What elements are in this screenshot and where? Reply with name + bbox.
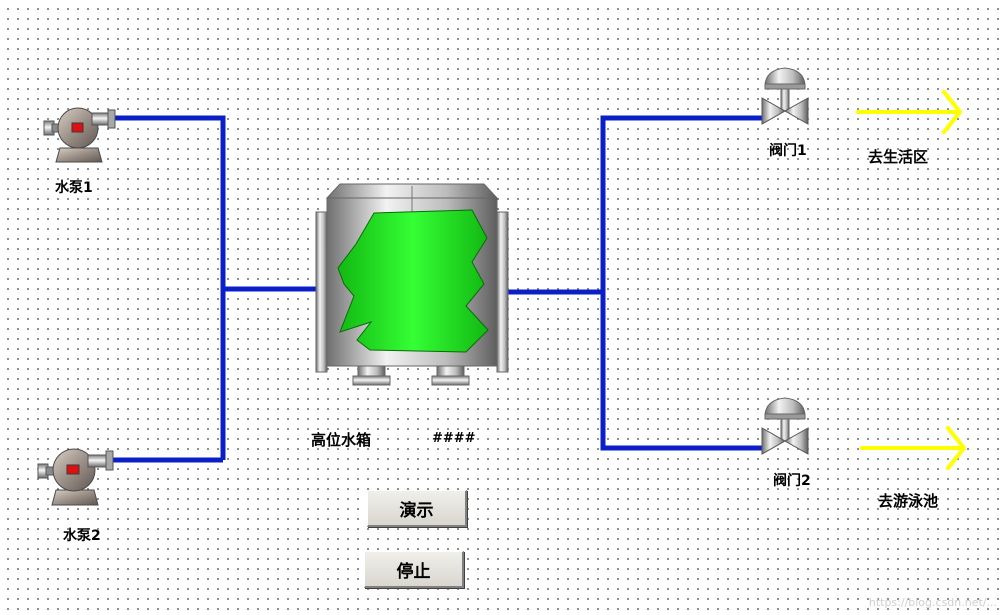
pipe-network [112,115,762,463]
destination-label-1: 去生活区 [868,148,929,166]
valve-2-icon[interactable] [761,397,809,455]
stop-button[interactable]: 停止 [364,551,464,588]
pipe-to-valve2 [600,292,762,451]
destination-label-2: 去游泳池 [878,492,939,510]
high-level-tank[interactable] [315,183,509,386]
pump-2-label: 水泵2 [63,528,101,544]
pump-1-icon[interactable] [43,107,116,163]
watermark: https://blog.csdn.net/... [868,596,997,609]
pump-1-label: 水泵1 [55,180,93,196]
arrow-right-icon [860,426,966,470]
valve-2-label: 阀门2 [773,473,811,489]
tank-level-value: #### [432,431,476,446]
valve-1-label: 阀门1 [769,143,807,159]
tank-liquid [337,209,489,353]
demo-button[interactable]: 演示 [367,490,467,527]
valve-1-icon[interactable] [761,67,809,125]
pipe-to-valve1 [600,115,762,292]
tank-label: 高位水箱 [311,431,372,449]
pump-2-icon[interactable] [37,448,114,506]
pipe-pump1 [114,115,226,460]
arrow-right-icon [856,90,962,134]
